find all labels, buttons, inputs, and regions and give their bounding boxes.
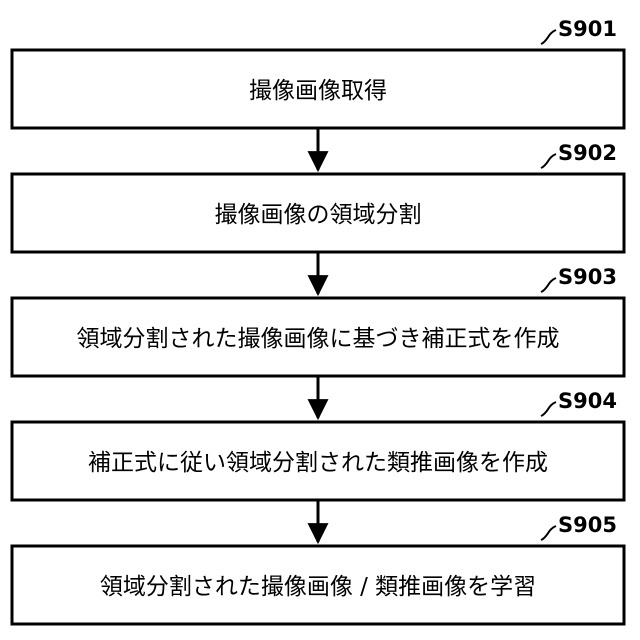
step-id-s905: S905 [558, 513, 617, 537]
step-leader-s904 [541, 402, 556, 416]
step-id-s903: S903 [558, 265, 617, 289]
step-id-s901: S901 [558, 17, 617, 41]
step-text-s901: 撮像画像取得 [249, 78, 387, 104]
step-text-s904: 補正式に従い領域分割された類推画像を作成 [88, 450, 548, 476]
step-text-s902: 撮像画像の領域分割 [215, 202, 422, 228]
step-s901: 撮像画像取得 S901 [12, 17, 624, 128]
step-text-s905: 領域分割された撮像画像 / 類推画像を学習 [100, 574, 536, 600]
step-id-s904: S904 [558, 389, 617, 413]
step-id-s902: S902 [558, 141, 617, 165]
step-leader-s902 [541, 154, 556, 168]
step-leader-s903 [541, 278, 556, 292]
step-text-s903: 領域分割された撮像画像に基づき補正式を作成 [77, 326, 560, 352]
step-leader-s905 [541, 526, 556, 540]
step-leader-s901 [541, 30, 556, 44]
